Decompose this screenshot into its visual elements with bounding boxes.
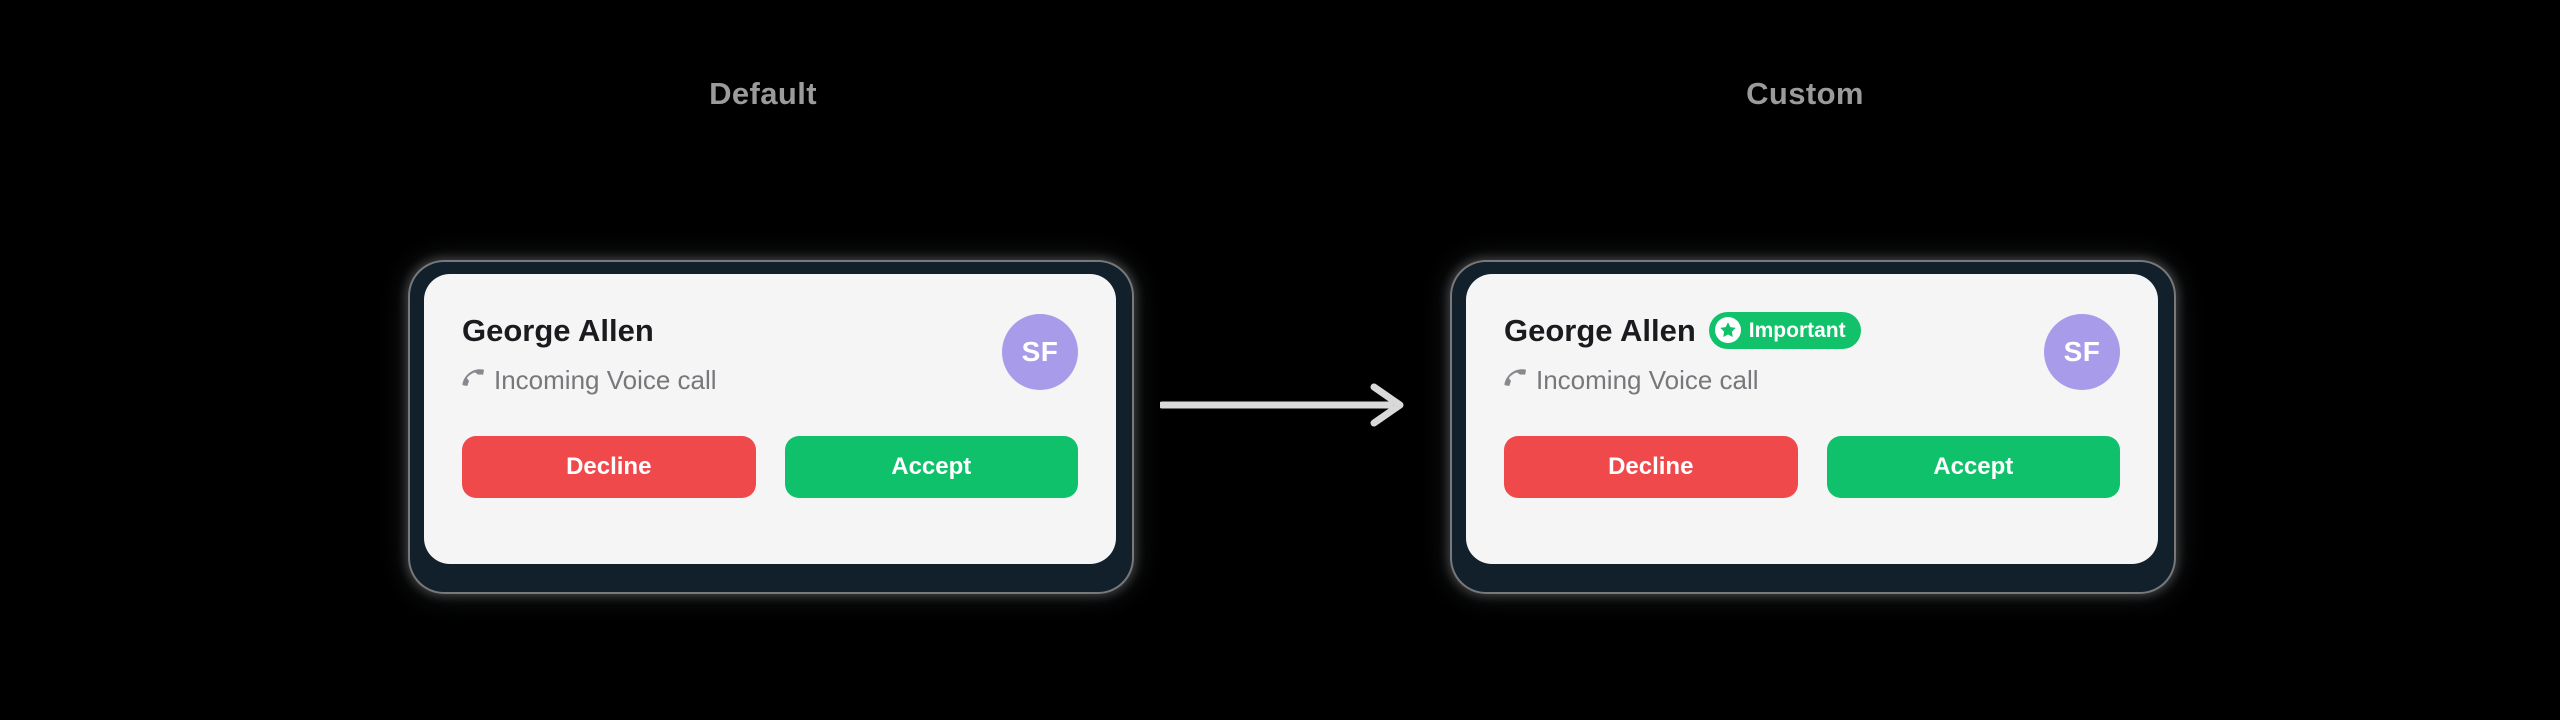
card-header-custom: George Allen Important bbox=[1504, 310, 2120, 418]
accept-button[interactable]: Accept bbox=[1826, 436, 2120, 498]
arrow-right-icon bbox=[1158, 382, 1410, 428]
call-actions-custom: Decline Accept bbox=[1504, 436, 2120, 498]
title-row-custom: George Allen Important bbox=[1504, 310, 2120, 350]
incoming-call-card-default[interactable]: George Allen Incoming Voice call SF Decl… bbox=[424, 274, 1116, 564]
title-row-default: George Allen bbox=[462, 310, 1078, 350]
column-heading-default: Default bbox=[709, 76, 817, 111]
incoming-call-card-custom[interactable]: George Allen Important bbox=[1466, 274, 2158, 564]
avatar[interactable]: SF bbox=[2044, 314, 2120, 390]
call-status-text: Incoming Voice call bbox=[494, 364, 717, 395]
phone-icon bbox=[1504, 366, 1526, 393]
caller-name: George Allen bbox=[462, 312, 654, 348]
decline-button[interactable]: Decline bbox=[462, 436, 756, 498]
notification-card-frame-default: George Allen Incoming Voice call SF Decl… bbox=[410, 262, 1132, 592]
accept-button[interactable]: Accept bbox=[784, 436, 1078, 498]
card-header-default: George Allen Incoming Voice call SF bbox=[462, 310, 1078, 418]
caller-name: George Allen bbox=[1504, 312, 1696, 348]
status-badge-important[interactable]: Important bbox=[1708, 311, 1861, 349]
subtitle-row-default: Incoming Voice call bbox=[462, 366, 1078, 393]
star-icon bbox=[1714, 317, 1741, 343]
notification-card-frame-custom: George Allen Important bbox=[1452, 262, 2174, 592]
call-actions-default: Decline Accept bbox=[462, 436, 1078, 498]
avatar[interactable]: SF bbox=[1002, 314, 1078, 390]
subtitle-row-custom: Incoming Voice call bbox=[1504, 366, 2120, 393]
call-status-text: Incoming Voice call bbox=[1536, 364, 1759, 395]
decline-button[interactable]: Decline bbox=[1504, 436, 1798, 498]
phone-icon bbox=[462, 366, 484, 393]
column-heading-custom: Custom bbox=[1746, 76, 1864, 111]
status-badge-label: Important bbox=[1748, 318, 1846, 342]
